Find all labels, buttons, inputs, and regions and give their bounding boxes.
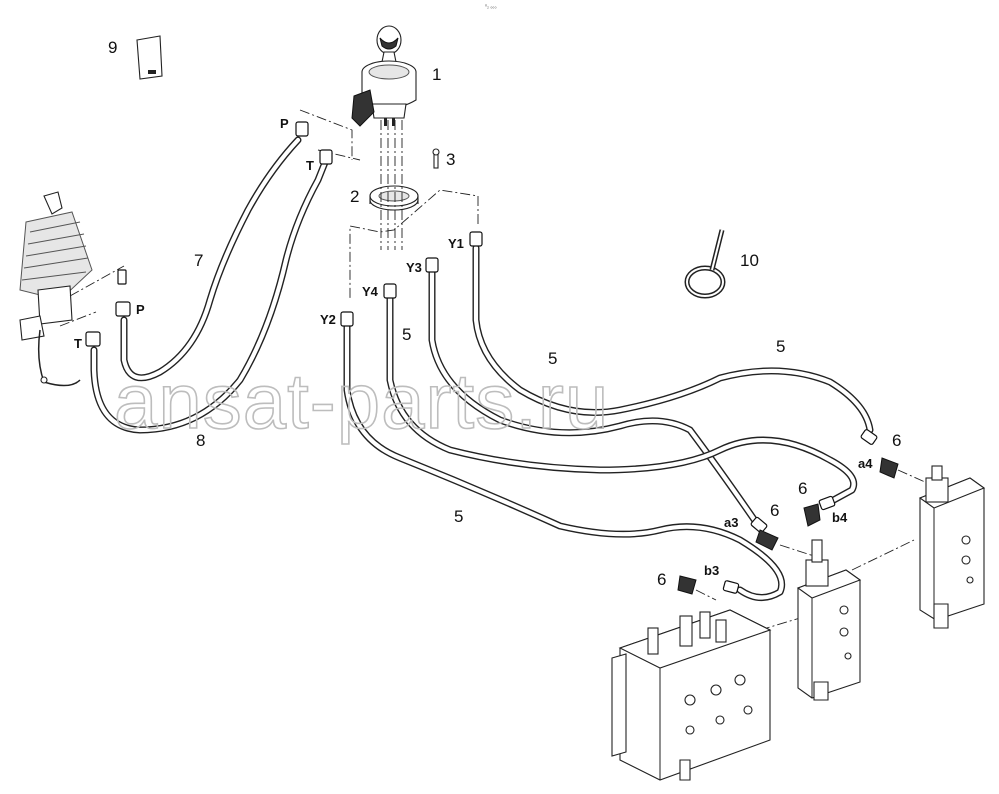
port-y3: Y3 bbox=[406, 260, 422, 275]
port-b4: b4 bbox=[832, 510, 848, 525]
callout-2: 2 bbox=[350, 187, 359, 206]
item-3-screw[interactable] bbox=[432, 148, 440, 169]
leader-lines-left bbox=[59, 109, 361, 327]
callout-1: 1 bbox=[432, 65, 441, 84]
port-y2: Y2 bbox=[320, 312, 336, 327]
port-t-left: T bbox=[74, 336, 82, 351]
port-p-top: P bbox=[280, 116, 289, 131]
callout-6-a: 6 bbox=[892, 431, 901, 450]
item-10-cable-tie[interactable] bbox=[684, 229, 726, 299]
item-1-joystick-unit[interactable] bbox=[351, 25, 417, 127]
port-y1: Y1 bbox=[448, 236, 464, 251]
port-t-top: T bbox=[306, 158, 314, 173]
callout-9: 9 bbox=[108, 38, 117, 57]
hose-8[interactable] bbox=[90, 156, 330, 434]
port-p-left: P bbox=[136, 302, 145, 317]
hose-7[interactable] bbox=[120, 136, 302, 382]
valve-block-right[interactable] bbox=[918, 465, 986, 629]
leader-lines-valves bbox=[349, 189, 935, 631]
callout-3: 3 bbox=[446, 150, 455, 169]
fittings-p-t bbox=[85, 121, 333, 347]
callout-6-b: 6 bbox=[798, 479, 807, 498]
hose-5-y4[interactable] bbox=[386, 292, 858, 506]
callout-8: 8 bbox=[196, 431, 205, 450]
callout-5-a: 5 bbox=[402, 325, 411, 344]
callout-5-d: 5 bbox=[454, 507, 463, 526]
hose-5-y1[interactable] bbox=[472, 244, 874, 434]
left-joystick-assembly[interactable] bbox=[19, 191, 93, 387]
callout-5-b: 5 bbox=[548, 349, 557, 368]
port-y4: Y4 bbox=[362, 284, 379, 299]
port-a3: a3 bbox=[724, 515, 738, 530]
watermark: ansat-parts.ru bbox=[114, 357, 609, 445]
callout-7: 7 bbox=[194, 251, 203, 270]
item-2-ring[interactable] bbox=[369, 185, 419, 211]
fittings-y-ports bbox=[340, 231, 878, 594]
item-9-decal[interactable] bbox=[136, 35, 163, 80]
port-b3: b3 bbox=[704, 563, 719, 578]
port-a4: a4 bbox=[858, 456, 873, 471]
main-control-valve[interactable] bbox=[611, 609, 772, 781]
drawing-code: ⁰₂ ₀₀₀ bbox=[485, 4, 497, 10]
callout-10: 10 bbox=[740, 251, 759, 270]
item-6-fittings[interactable] bbox=[677, 457, 899, 595]
hose-5-y2[interactable] bbox=[343, 322, 785, 601]
callout-5-c: 5 bbox=[776, 337, 785, 356]
valve-block-middle[interactable] bbox=[796, 539, 862, 701]
callout-6-d: 6 bbox=[657, 570, 666, 589]
callout-6-c: 6 bbox=[770, 501, 779, 520]
